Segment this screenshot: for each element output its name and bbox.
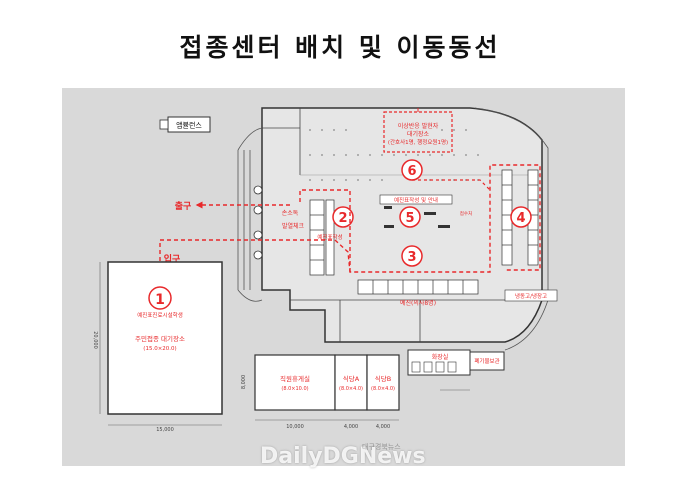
zone-6-text-2: 대기장소 [407,130,430,138]
watermark: DailyDGNews [260,444,426,469]
zone-1-tent [107,261,223,415]
zone-5-counter [384,225,394,228]
cafeteria-a [334,354,368,411]
zone-2-text-1: 손소독 [282,210,299,217]
staff-room-label: 직원휴게실 [280,374,310,383]
zone-1-name: 예진표진료시설학생 [137,311,183,319]
zone-2-text-2: 발열체크 [282,222,305,230]
freezer-label: 냉동고/냉장고 [515,292,547,300]
watermark-sub: 대구경북뉴스 [362,443,401,451]
storage [469,351,505,371]
flow-route [159,164,541,273]
storage-label: 폐기물보관 [474,357,499,365]
zone-6-box [383,111,453,153]
dim-20000: 20,000 [92,331,98,349]
zone-5-counter [438,225,450,228]
cafeteria-b [366,354,400,411]
exam-booths-label: 예진(의사8명) [400,299,436,307]
zone-5-small-label: 접수처 [460,210,472,217]
zone-1-size: (15.0×20.0) [143,346,176,352]
zone-5-desk [379,194,453,205]
zone-5-text: 예진표작성 및 안내 [394,196,438,204]
cafeteria-a-label: 식당A [343,374,360,383]
zone-1-marker [148,286,172,310]
zone-3-number: 3 [407,250,416,265]
ambulance-label: 앰뷸런스 [176,121,202,130]
dim-10000: 10,000 [286,424,304,430]
staff-room-size: (8.0×10.0) [281,386,308,392]
zone-2-text-3: 예진표작성 [317,233,342,241]
zone-5-marker [399,206,421,228]
exam-booths [357,279,479,295]
zone-6-text-3: (간호사1명, 행정요원1명) [388,138,448,146]
dim-8000: 8,000 [241,375,247,389]
outer-wall-line [474,107,549,351]
zone-3-marker [401,245,423,267]
zone-2-number: 2 [338,211,347,226]
dim-4000-b: 4,000 [376,424,390,430]
zone-1-area: 주민접종 대기장소 [135,334,185,343]
ambulance-cab-icon [159,119,169,130]
zone-4-number: 4 [516,211,525,226]
page-title: 접종센터 배치 및 이동동선 [179,33,501,62]
zone-4-marker [510,206,532,228]
dim-15000: 15,000 [156,427,174,433]
restroom-stalls [411,361,457,373]
zone-5-counter [424,212,436,215]
zone-6-text-1: 이상반응 발현자 [398,122,439,130]
zone-5-counter [384,206,392,209]
exit-label: 출구 [175,200,192,212]
cafeteria-b-label: 식당B [375,374,391,383]
freezer-box [504,289,558,302]
flow-route-zone6 [412,179,491,191]
left-facade [237,127,263,302]
turnstiles [253,185,263,260]
cafeteria-b-size: (8.0×4.0) [371,386,395,392]
zone-1-number: 1 [155,292,165,308]
zone-2-marker [332,206,354,228]
zone-5-number: 5 [405,211,414,226]
cafeteria-a-size: (8.0×4.0) [339,386,363,392]
restroom-label: 화장실 [432,353,449,361]
zone-6-number: 6 [407,164,416,179]
flow-route-zone2 [299,189,351,272]
zone-2-desks [309,199,335,276]
dim-4000-a: 4,000 [344,424,358,430]
